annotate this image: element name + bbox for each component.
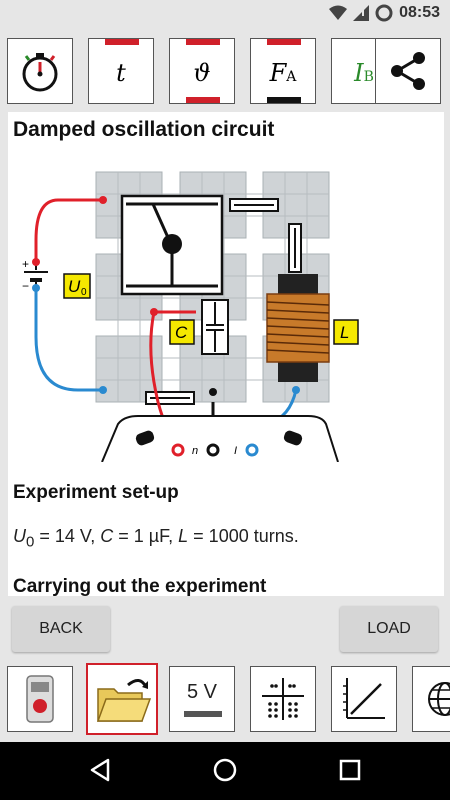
temperature-accent-top xyxy=(186,39,220,45)
grid-layout-button[interactable] xyxy=(250,666,316,732)
battery-minus-label: − xyxy=(22,279,29,293)
u0-diagram-label: U xyxy=(68,277,81,296)
bottom-toolbar: 5 V xyxy=(0,660,450,742)
current-symbol: I xyxy=(354,59,364,87)
voltage-bar xyxy=(184,711,222,717)
globe-button[interactable] xyxy=(412,666,450,732)
time-label: t xyxy=(116,59,126,87)
battery-plus-label: + xyxy=(22,257,29,271)
open-folder-icon xyxy=(96,679,152,722)
content-panel: Damped oscillation circuit xyxy=(8,112,444,596)
signal-icon xyxy=(353,5,370,21)
l-symbol: L xyxy=(178,526,189,546)
home-nav-icon[interactable] xyxy=(211,756,239,784)
globe-icon xyxy=(428,682,450,716)
stopwatch-icon xyxy=(22,53,58,92)
u0-value: = 14 V, xyxy=(34,526,101,546)
open-folder-button[interactable] xyxy=(86,663,158,735)
l-diagram-label: L xyxy=(340,323,349,342)
load-button[interactable]: LOAD xyxy=(340,606,438,652)
meter-left-label: n xyxy=(192,445,198,457)
grid-layout-icon xyxy=(262,678,304,720)
back-button[interactable]: BACK xyxy=(12,606,110,652)
force-symbol: F xyxy=(269,59,287,87)
section-heading-setup: Experiment set-up xyxy=(13,482,179,503)
force-subscript: A xyxy=(286,69,297,85)
back-nav-icon[interactable] xyxy=(86,756,114,784)
force-accent-bottom xyxy=(267,97,301,103)
circuit-diagram: + − n I U 0 C L xyxy=(22,171,359,462)
c-diagram-label: C xyxy=(175,323,188,342)
android-nav-bar xyxy=(0,742,450,800)
meter-right-label: I xyxy=(234,445,237,457)
temperature-accent-bottom xyxy=(186,97,220,103)
voltage-button[interactable]: 5 V xyxy=(169,666,235,732)
sensor-device-button[interactable] xyxy=(7,666,73,732)
time-button[interactable]: t xyxy=(88,38,154,104)
c-symbol: C xyxy=(100,526,114,546)
section-heading-carrying: Carrying out the experiment xyxy=(13,576,267,596)
current-subscript: B xyxy=(363,69,374,85)
u0-symbol: U xyxy=(13,526,26,546)
status-icons: 08:53 xyxy=(329,4,440,22)
share-icon xyxy=(391,52,425,90)
time-accent-top xyxy=(105,39,139,45)
force-button[interactable]: FA xyxy=(250,38,316,104)
graph-button[interactable] xyxy=(331,666,397,732)
force-accent-top xyxy=(267,39,301,45)
recents-nav-icon[interactable] xyxy=(336,756,364,784)
u0-diagram-subscript: 0 xyxy=(81,287,87,298)
temperature-button[interactable]: ϑ xyxy=(169,38,235,104)
c-value: = 1 µF, xyxy=(113,526,179,546)
current-label: IB xyxy=(332,59,396,87)
timer-button[interactable] xyxy=(7,38,73,104)
share-button[interactable] xyxy=(375,38,441,104)
u0-subscript: 0 xyxy=(26,533,35,551)
sensor-device-icon xyxy=(26,675,54,723)
setup-parameters: U0 = 14 V, C = 1 µF, L = 1000 turns. xyxy=(13,526,299,551)
l-value: = 1000 turns. xyxy=(188,526,299,546)
page-title: Damped oscillation circuit xyxy=(13,118,275,141)
wifi-icon xyxy=(329,5,348,20)
temperature-label: ϑ xyxy=(193,59,211,87)
status-bar: 08:53 xyxy=(0,0,450,30)
voltage-label: 5 V xyxy=(186,681,218,703)
force-label: FA xyxy=(251,59,315,87)
graph-icon xyxy=(343,678,385,719)
loading-ring-icon xyxy=(375,4,393,22)
status-time: 08:53 xyxy=(399,4,440,21)
top-toolbar: t ϑ FA IB xyxy=(0,30,450,110)
